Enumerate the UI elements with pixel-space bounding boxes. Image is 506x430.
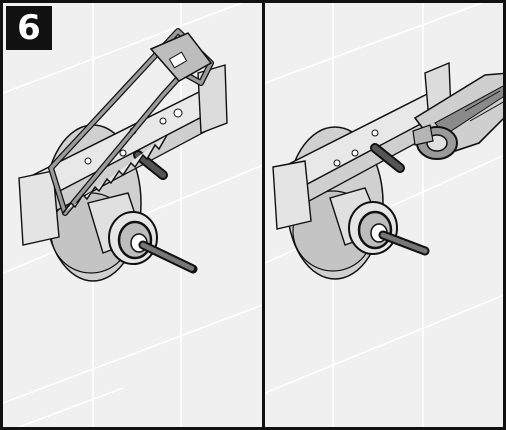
mounting-bracket <box>272 61 454 230</box>
panel-hacksaw-cut: 6 <box>0 0 265 430</box>
multitool-scene <box>265 3 503 427</box>
panel-multitool-cut <box>262 0 506 430</box>
step-number-badge: 6 <box>6 6 52 50</box>
valve-body <box>329 187 430 256</box>
valve-body <box>87 192 198 274</box>
bracket-stub <box>133 150 168 180</box>
hacksaw-icon <box>48 28 214 216</box>
oscillating-multitool-icon <box>412 72 503 160</box>
bracket-stub <box>370 143 405 173</box>
hacksaw-scene <box>3 3 262 427</box>
